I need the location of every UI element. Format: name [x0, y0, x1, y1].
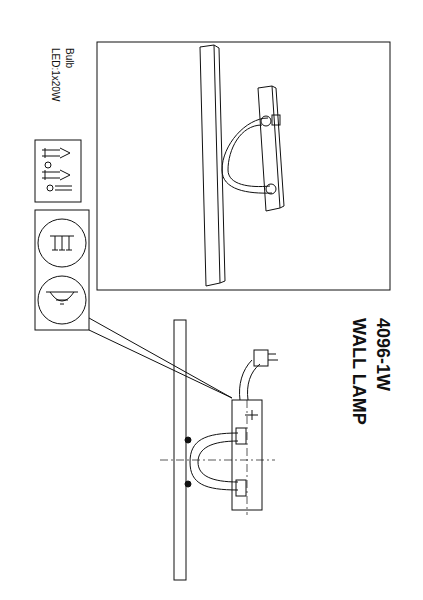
- bulb-spec-wrap: LED:1x20W: [50, 48, 60, 101]
- screws: [42, 148, 72, 191]
- bulb-spec: LED:1x20W: [50, 48, 61, 101]
- bulb-label-wrap: Bulb: [64, 48, 74, 68]
- detail-circle: [38, 219, 86, 267]
- detail-circle: [38, 276, 86, 324]
- detail-parts: [46, 292, 78, 304]
- leader-line: [89, 318, 232, 398]
- product-name-wrap: WALL LAMP: [350, 318, 368, 425]
- leader-line: [89, 330, 232, 398]
- model-title-wrap: 4096-1W: [374, 318, 392, 391]
- product-name: WALL LAMP: [349, 318, 369, 425]
- model-title: 4096-1W: [373, 318, 393, 391]
- bulb-label: Bulb: [64, 48, 75, 68]
- view-frame: [97, 42, 390, 290]
- detail-box: [35, 210, 89, 330]
- detail-parts: [50, 236, 74, 250]
- center-line: [160, 460, 275, 461]
- side-view-lamp: [174, 320, 278, 580]
- hardware-box: [35, 140, 81, 202]
- center-line: [247, 400, 248, 515]
- perspective-lamp: [200, 45, 284, 286]
